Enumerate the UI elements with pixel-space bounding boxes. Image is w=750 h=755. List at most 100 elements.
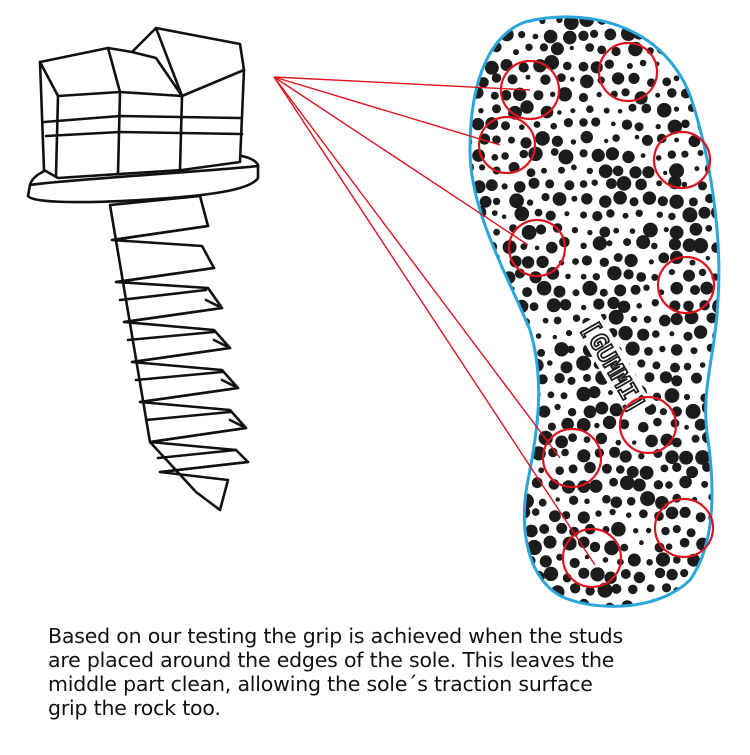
stud-dot xyxy=(655,155,662,161)
stud-dot xyxy=(630,284,641,295)
stud-dot xyxy=(586,167,593,175)
stud-dot xyxy=(592,211,603,222)
stud-dot xyxy=(580,273,587,280)
stud-dot xyxy=(474,392,480,397)
stud-dot xyxy=(551,135,564,147)
stud-dot xyxy=(644,372,655,383)
stud-dot xyxy=(636,272,647,282)
stud-dot xyxy=(572,314,581,322)
stud-dot xyxy=(717,195,719,205)
stud-dot xyxy=(581,304,587,311)
stud-dot xyxy=(503,358,512,367)
stud-dot xyxy=(513,87,527,102)
stud-dot xyxy=(628,72,640,84)
stud-dot xyxy=(622,150,635,164)
stud-dot xyxy=(478,108,484,114)
stud-dot xyxy=(667,88,677,98)
stud-dot xyxy=(568,433,577,442)
stud-dot xyxy=(454,62,466,74)
stud-dot xyxy=(532,33,539,40)
stud-dot xyxy=(638,452,645,460)
stud-dot xyxy=(569,557,580,569)
stud-dot xyxy=(609,403,623,417)
stud-dot xyxy=(613,227,620,234)
stud-dot xyxy=(696,62,705,71)
stud-callout xyxy=(618,395,678,455)
stud-callout xyxy=(477,115,537,175)
stud-dot xyxy=(604,571,617,584)
stud-dot xyxy=(490,460,504,474)
stud-dot xyxy=(703,106,710,112)
stud-dot xyxy=(655,123,661,130)
stud-callout xyxy=(653,497,715,559)
stud-dot xyxy=(477,583,489,594)
stud-dot xyxy=(633,528,639,534)
stud-dot xyxy=(501,121,510,131)
stud-dot xyxy=(459,542,469,552)
stud-dot xyxy=(702,574,708,580)
stud-dot xyxy=(470,299,483,314)
stud-dot xyxy=(558,149,574,165)
stud-dot xyxy=(563,30,577,45)
stud-dot xyxy=(572,258,579,265)
stud-dot xyxy=(693,325,708,339)
stud-dot xyxy=(550,42,564,56)
stud-dot xyxy=(637,328,650,341)
stud-dot xyxy=(639,59,647,67)
stud-dot xyxy=(470,492,475,508)
stud-dot xyxy=(491,73,502,83)
stud-dot xyxy=(713,448,719,458)
stud-dot xyxy=(668,238,682,251)
stud-dot xyxy=(701,400,717,415)
stud-dot xyxy=(626,466,639,478)
stud-dot xyxy=(653,480,664,490)
stud-dot xyxy=(639,540,644,546)
stud-dot xyxy=(476,542,483,549)
stud-callout xyxy=(597,41,659,103)
stud-dot xyxy=(567,345,575,354)
stud-dot xyxy=(697,87,708,99)
screw-shank xyxy=(108,194,250,512)
stud-dot xyxy=(629,166,642,179)
stud-dot xyxy=(625,512,632,518)
stud-dot xyxy=(665,481,673,489)
stud-dot xyxy=(683,362,692,371)
stud-dot xyxy=(714,433,719,449)
stud-dot xyxy=(543,566,559,582)
stud-dot xyxy=(470,461,473,475)
stud-dot xyxy=(632,440,637,445)
stud-dot xyxy=(499,539,510,550)
stud-dot xyxy=(649,25,665,40)
stud-dot xyxy=(485,179,498,192)
stud-dot xyxy=(663,170,668,176)
stud-dot xyxy=(620,475,635,491)
stud-dot xyxy=(459,30,464,35)
stud-dot xyxy=(656,211,663,218)
stud-dot xyxy=(487,297,497,308)
stud-dot xyxy=(592,273,600,281)
stud-dot xyxy=(590,29,599,38)
stud-dot xyxy=(517,542,523,548)
stud-dot xyxy=(619,450,632,463)
stud-dot xyxy=(579,149,588,158)
stud-dot xyxy=(507,586,520,599)
stud-dot xyxy=(652,330,660,338)
stud-dot xyxy=(479,164,486,171)
stud-dot xyxy=(667,119,682,134)
stud-dot xyxy=(609,508,616,516)
stud-dot xyxy=(523,374,538,389)
stud-dot xyxy=(543,29,558,44)
stud-dot xyxy=(521,225,537,240)
stud-dot xyxy=(555,497,560,502)
stud-dot xyxy=(639,465,654,480)
stud-dot xyxy=(510,317,520,327)
stud-dot xyxy=(626,497,636,506)
stud-dot xyxy=(557,87,572,102)
stud-dot xyxy=(550,148,559,156)
stud-dot xyxy=(713,479,719,486)
stud-dot xyxy=(642,166,655,179)
stud-dot xyxy=(457,299,468,310)
stud-dot xyxy=(716,583,719,598)
stud-dot xyxy=(515,361,525,371)
stud-dot xyxy=(679,537,690,548)
